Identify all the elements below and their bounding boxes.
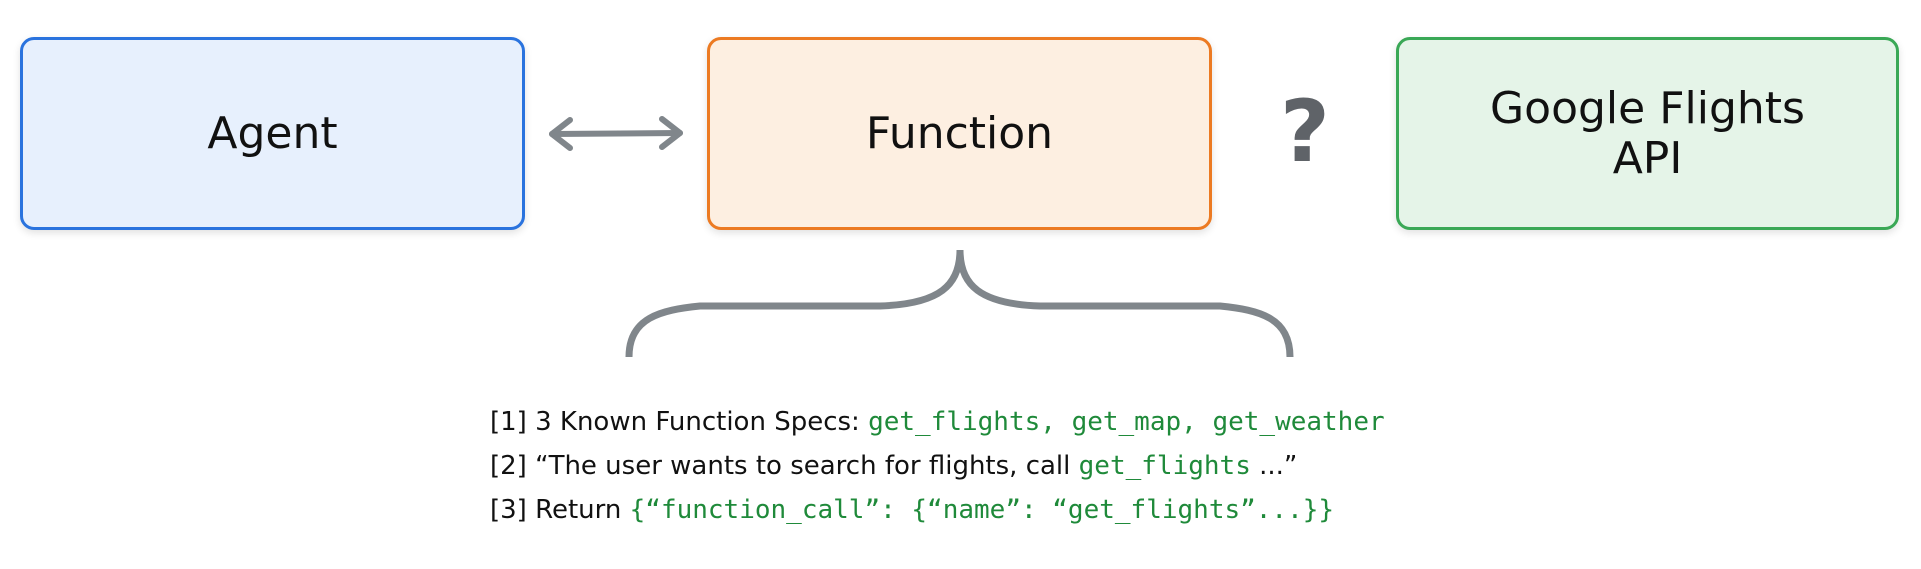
spec-line-2-suffix: ...” — [1250, 451, 1298, 481]
spec-line-1-text: [1] 3 Known Function Specs: — [490, 407, 869, 437]
spec-line-3-text: [3] Return — [490, 495, 630, 525]
spec-line-1-code: get_flights, get_map, get_weather — [868, 407, 1385, 437]
arrow-head-left — [549, 117, 573, 151]
spec-line-2-code: get_flights — [1078, 451, 1251, 481]
bidirectional-arrow-icon — [549, 116, 683, 151]
spec-line-1: [1] 3 Known Function Specs: get_flights,… — [490, 400, 1490, 444]
spec-line-3: [3] Return {“function_call”: {“name”: “g… — [490, 488, 1490, 532]
agent-label: Agent — [207, 107, 338, 159]
function-label: Function — [865, 107, 1054, 159]
question-mark: ? — [1280, 82, 1330, 182]
google-flights-api-label: Google Flights API — [1490, 82, 1805, 184]
curly-brace — [625, 249, 1294, 358]
function-spec-list: [1] 3 Known Function Specs: get_flights,… — [490, 400, 1490, 532]
spec-line-3-code: {“function_call”: {“name”: “get_flights”… — [629, 495, 1335, 525]
agent-node: Agent — [20, 37, 525, 230]
spec-line-2-text: [2] “The user wants to search for flight… — [490, 451, 1079, 481]
spec-line-2: [2] “The user wants to search for flight… — [490, 444, 1490, 488]
google-flights-label-line1: Google Flights — [1490, 82, 1805, 134]
google-flights-label-line2: API — [1612, 132, 1683, 184]
function-node: Function — [707, 37, 1212, 230]
google-flights-api-node: Google Flights API — [1396, 37, 1899, 230]
arrow-head-right — [659, 116, 683, 150]
arrow-shaft — [549, 130, 683, 137]
